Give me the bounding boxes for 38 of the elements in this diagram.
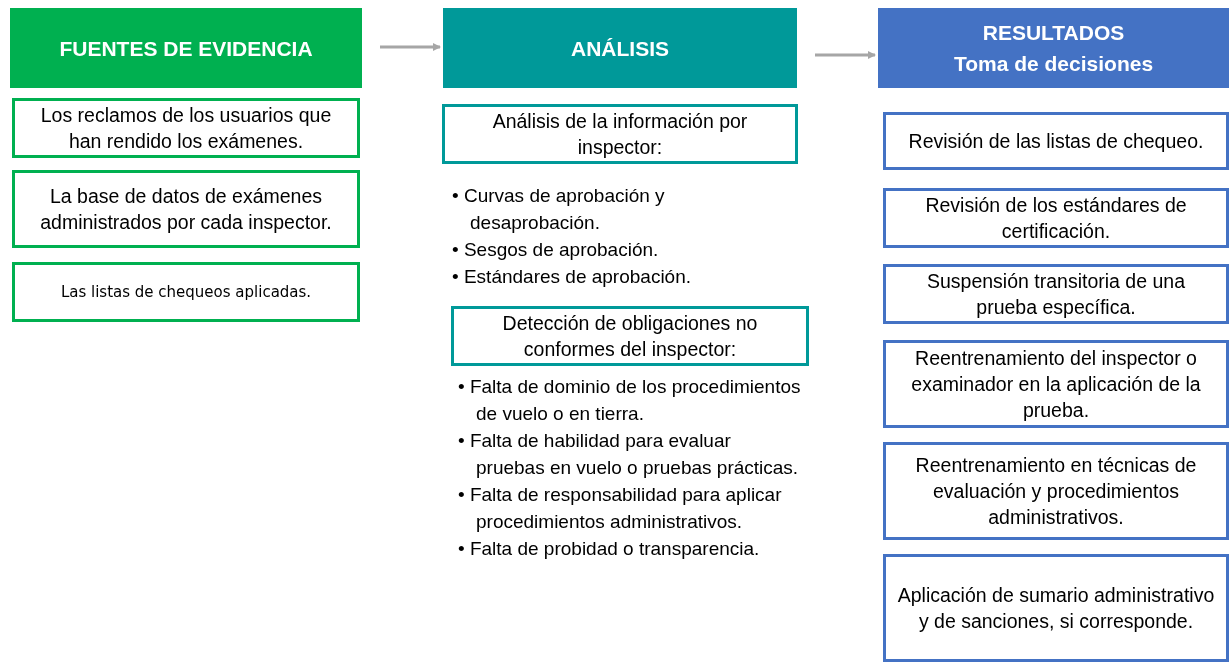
box-text: Suspensión transitoria de una prueba específica. xyxy=(926,269,1186,320)
text-box xyxy=(442,104,798,164)
bullet-item: • Falta de dominio de los procedimientos de vuelo o en tierra. xyxy=(458,375,802,426)
text-box xyxy=(12,98,360,158)
bullet-item: • Falta de probidad o transparencia. xyxy=(458,537,761,561)
text-box xyxy=(883,554,1229,662)
box-text: Revisión de los estándares de certificación. xyxy=(924,193,1188,244)
arrow xyxy=(815,51,876,59)
column-header xyxy=(878,8,1229,88)
bullet-item: • Curvas de aprobación y desaprobación. xyxy=(452,184,666,235)
text-box xyxy=(883,340,1229,428)
text-box xyxy=(451,306,809,366)
bullet-item: • Falta de responsabilidad para aplicar procedimientos administrativos. xyxy=(458,483,783,534)
bullet-item: • Estándares de aprobación. xyxy=(452,265,693,289)
header-text: RESULTADOS xyxy=(982,20,1125,46)
box-text: Reentrenamiento del inspector o examinador en la aplicación de la prueba. xyxy=(910,346,1202,423)
box-text: Aplicación de sumario administrativo y de sanciones, si corresponde. xyxy=(896,583,1216,634)
text-box xyxy=(883,188,1229,248)
header-text: ANÁLISIS xyxy=(571,35,669,62)
box-text: Análisis de la información por inspector: xyxy=(491,109,749,160)
bullet-item: • Falta de habilidad para evaluar pruebas en vuelo o pruebas prácticas. xyxy=(458,429,800,480)
text-box xyxy=(883,112,1229,170)
box-text: Reentrenamiento en técnicas de evaluación y procedimientos administrativos. xyxy=(914,453,1198,530)
box-text: La base de datos de exámenes administrados por cada inspector. xyxy=(39,184,333,235)
column-header xyxy=(10,8,362,88)
text-box xyxy=(12,170,360,248)
text-box xyxy=(12,262,360,322)
arrow xyxy=(380,43,441,51)
box-text: Los reclamos de los usuarios que han rendido los exámenes. xyxy=(39,103,333,154)
bullet-item: • Sesgos de aprobación. xyxy=(452,238,660,262)
header-text: FUENTES DE EVIDENCIA xyxy=(59,35,313,62)
box-text: Revisión de las listas de chequeo. xyxy=(908,129,1204,154)
text-box xyxy=(883,264,1229,324)
header-text: Toma de decisiones xyxy=(953,51,1154,77)
text-box xyxy=(883,442,1229,540)
box-text: Detección de obligaciones no conformes del inspector: xyxy=(501,311,759,362)
column-header xyxy=(443,8,797,88)
box-text: Las listas de chequeos aplicadas. xyxy=(60,282,312,303)
